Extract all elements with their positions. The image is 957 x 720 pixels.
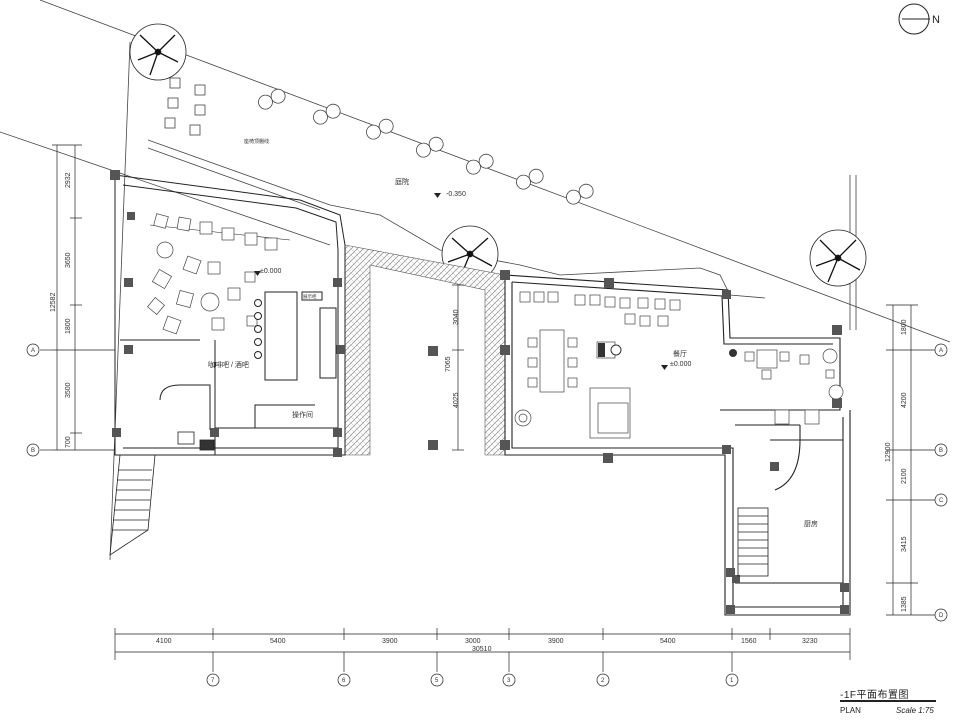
dim-right-1: 1800 [901,319,908,335]
dim-bottom-1: 4100 [156,638,172,645]
dining-columns [500,270,849,614]
grid-row-bubbles-right [934,343,948,622]
grid-col-5: 5 [435,678,439,684]
center-dimension-text: 3040 7065 4025 [445,309,460,408]
dim-right-3: 2100 [901,468,908,484]
grid-row-labels-left: A B [31,348,35,454]
dining-feature [598,343,737,357]
cafe-restroom [177,431,215,451]
grid-row-b-left: B [31,448,35,454]
dim-bottom-7: 1560 [741,638,757,645]
tree-ne [809,229,867,287]
bottom-dimension-text: 4100 5400 3900 3000 3900 5400 1560 3230 … [156,638,818,653]
courtyard-seating [164,77,594,205]
grid-col-3: 3 [507,678,511,684]
center-dimension-line [452,284,464,451]
grid-col-1: 1 [730,678,734,684]
grid-row-c-right: C [939,498,944,504]
grid-row-bubbles-left [26,343,40,457]
grid-row-a-left: A [31,348,35,354]
north-arrow: N [896,2,942,36]
courtyard-level: -0.350 [446,191,466,198]
dim-right-5: 1385 [901,596,908,612]
left-dimension-text: 2932 3650 1800 3500 700 12582 [50,172,72,448]
north-label: N [932,14,940,26]
center-columns [428,346,438,450]
dim-left-2: 3650 [65,252,72,268]
scale-label: Scale 1:75 [896,706,934,715]
north-arrow-icon: N [898,3,940,35]
dim-bottom-total: 30510 [472,646,492,653]
plan-label: PLAN [840,706,861,715]
dim-bottom-6: 5400 [660,638,676,645]
room-labels: 庭院 -0.350 座椅顶棚线 ±0.000 咖啡吧 / 酒吧 展示柜 操作间 … [208,138,818,528]
kitchen-label: 厨房 [804,519,818,528]
drawing-title: -1F平面布置图 [840,690,909,701]
grid-col-7: 7 [211,678,215,684]
dining-walls [504,274,851,616]
dim-bottom-2: 5400 [270,638,286,645]
title-underline [840,700,936,702]
cafe-walls [114,174,346,456]
cafe-columns [110,170,345,457]
dim-right-total: 12900 [885,442,892,462]
dim-bottom-8: 3230 [802,638,818,645]
grid-row-d-right: D [939,613,944,619]
path-note: 座椅顶棚线 [244,138,269,145]
dining-label: 餐厅 [673,349,687,358]
dim-bottom-5: 3900 [548,638,564,645]
stair-kitchen [737,507,769,577]
dim-bottom-4: 3000 [465,638,481,645]
grid-col-2: 2 [601,678,605,684]
dim-left-1: 2932 [65,172,72,188]
grid-column-bubbles [206,673,739,687]
dim-left-3: 1800 [65,318,72,334]
dining-level: ±0.000 [670,361,691,368]
grid-row-a-right: A [939,348,943,354]
grid-column-labels: 7 6 5 3 2 1 [211,678,734,684]
left-dimension-line [40,144,115,451]
grid-row-labels-right: A B C D [939,348,944,619]
dim-right-2: 4200 [901,392,908,408]
dim-center-2: 7065 [445,356,452,372]
dim-center-3: 4025 [453,392,460,408]
cafe-level: ±0.000 [260,268,281,275]
cafe-label: 咖啡吧 / 酒吧 [208,360,249,369]
dim-center-1: 3040 [453,309,460,325]
dim-bottom-3: 3900 [382,638,398,645]
bottom-dimension-line [114,628,851,672]
right-dimension-line [886,304,935,616]
courtyard-label: 庭院 [395,177,409,186]
right-dimension-text: 1800 4200 2100 3415 1385 12900 [885,319,908,612]
cafe-tables [147,213,278,335]
dim-left-total: 12582 [50,292,57,312]
grid-col-6: 6 [342,678,346,684]
hatched-corridor [344,244,506,456]
title-block: -1F平面布置图 PLAN Scale 1:75 [840,686,940,720]
dim-left-5: 700 [65,436,72,448]
grid-row-b-right: B [939,448,943,454]
tree-nw [129,23,187,81]
dim-left-4: 3500 [65,382,72,398]
operation-label: 操作间 [292,410,313,419]
dining-tables [514,291,844,439]
bar-counter [254,291,337,428]
dim-right-4: 3415 [901,536,908,552]
stair-left [109,454,156,556]
counter-note: 展示柜 [303,293,317,300]
